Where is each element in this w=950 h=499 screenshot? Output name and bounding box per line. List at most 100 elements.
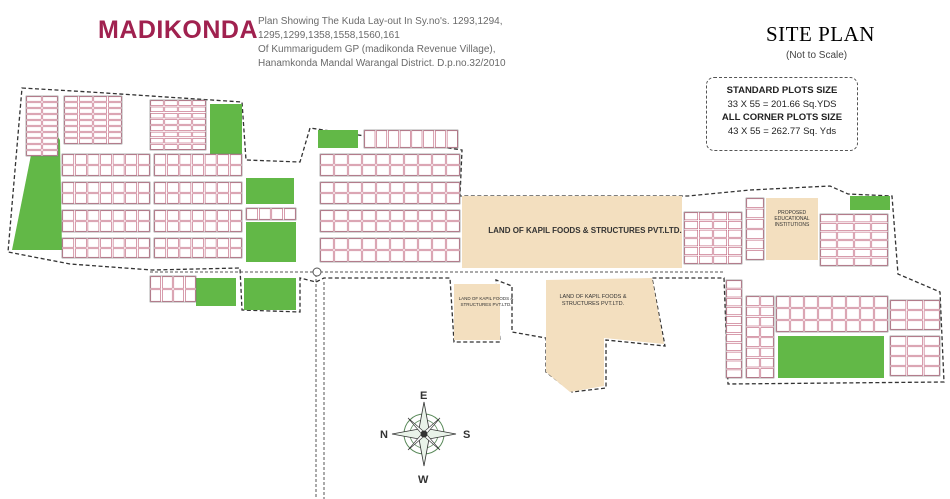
plot <box>418 221 432 232</box>
plot <box>192 144 206 150</box>
plot <box>108 126 122 132</box>
plot <box>699 221 713 229</box>
plot <box>860 308 874 320</box>
plot <box>726 325 742 333</box>
plot <box>87 182 100 193</box>
compass-w: W <box>418 474 429 486</box>
green-spaces <box>12 104 890 378</box>
plot <box>726 289 742 298</box>
plot <box>229 165 242 176</box>
plot <box>820 240 837 249</box>
plot <box>871 223 888 231</box>
plot <box>167 182 179 193</box>
plot <box>818 320 832 332</box>
plot <box>137 248 150 258</box>
plot <box>746 250 764 260</box>
plot <box>192 119 206 125</box>
plot <box>192 221 204 232</box>
plot <box>64 132 78 138</box>
plot <box>854 223 871 231</box>
plot <box>776 296 790 308</box>
plot <box>890 300 907 310</box>
plot <box>137 154 150 165</box>
plot <box>418 250 432 262</box>
plot <box>760 358 774 368</box>
kapil-foods-land-lower <box>546 278 664 392</box>
plot <box>87 210 100 221</box>
plot <box>112 193 125 204</box>
plot <box>390 154 404 165</box>
plot <box>320 210 334 221</box>
plot <box>320 154 334 165</box>
plot <box>432 250 446 262</box>
plot <box>334 221 348 232</box>
plot <box>837 223 854 231</box>
plot <box>907 300 923 310</box>
plot <box>818 296 832 308</box>
plot <box>229 154 242 165</box>
plot <box>446 154 460 165</box>
plot <box>684 229 698 238</box>
plot <box>42 120 58 126</box>
plot <box>26 138 42 144</box>
plot <box>62 165 75 176</box>
plot <box>348 210 362 221</box>
plot <box>348 154 362 165</box>
compass-s: S <box>463 429 471 441</box>
plot <box>192 193 204 204</box>
plot <box>26 108 42 114</box>
plot <box>699 255 713 264</box>
plot <box>362 154 376 165</box>
plot <box>832 320 846 332</box>
plot <box>846 296 860 308</box>
plot <box>62 238 75 248</box>
plot <box>404 193 418 204</box>
plot <box>726 298 742 307</box>
plot <box>446 238 460 250</box>
plot <box>192 125 206 131</box>
plot <box>167 165 179 176</box>
plot <box>760 306 774 317</box>
plot <box>75 221 87 232</box>
plot <box>854 257 871 266</box>
plot <box>108 114 122 120</box>
plot-blocks <box>25 95 941 379</box>
plot <box>125 182 137 193</box>
corner-plot-value: 43 X 55 = 262.77 Sq. Yds <box>727 126 837 137</box>
plot <box>162 276 173 289</box>
plot <box>125 210 137 221</box>
plot <box>217 221 229 232</box>
plot <box>167 210 179 221</box>
plot <box>890 346 907 356</box>
plot-block <box>61 209 151 233</box>
plot <box>79 114 93 120</box>
standard-plot-value: 33 X 55 = 201.66 Sq.YDS <box>727 99 837 110</box>
plot-block <box>889 299 941 331</box>
plot <box>726 360 742 369</box>
plot <box>907 346 923 356</box>
plot <box>907 310 923 320</box>
plot <box>192 154 204 165</box>
plot <box>334 182 348 193</box>
plot <box>100 182 112 193</box>
plot <box>192 106 206 112</box>
plot <box>746 208 764 219</box>
plot <box>713 238 727 247</box>
description-line: 1295,1299,1358,1558,1560,161 <box>258 30 400 41</box>
plot <box>837 257 854 266</box>
plot <box>699 212 713 221</box>
plot <box>26 114 42 120</box>
plot <box>890 356 907 366</box>
plot <box>832 296 846 308</box>
plot <box>100 193 112 204</box>
plot <box>125 165 137 176</box>
plot <box>217 210 229 221</box>
plot <box>399 130 411 148</box>
corner-plot-heading: ALL CORNER PLOTS SIZE <box>721 112 843 123</box>
plot <box>713 212 727 221</box>
plot <box>87 248 100 258</box>
plot <box>404 210 418 221</box>
plot <box>154 154 167 165</box>
plot <box>192 248 204 258</box>
plot <box>150 100 164 106</box>
